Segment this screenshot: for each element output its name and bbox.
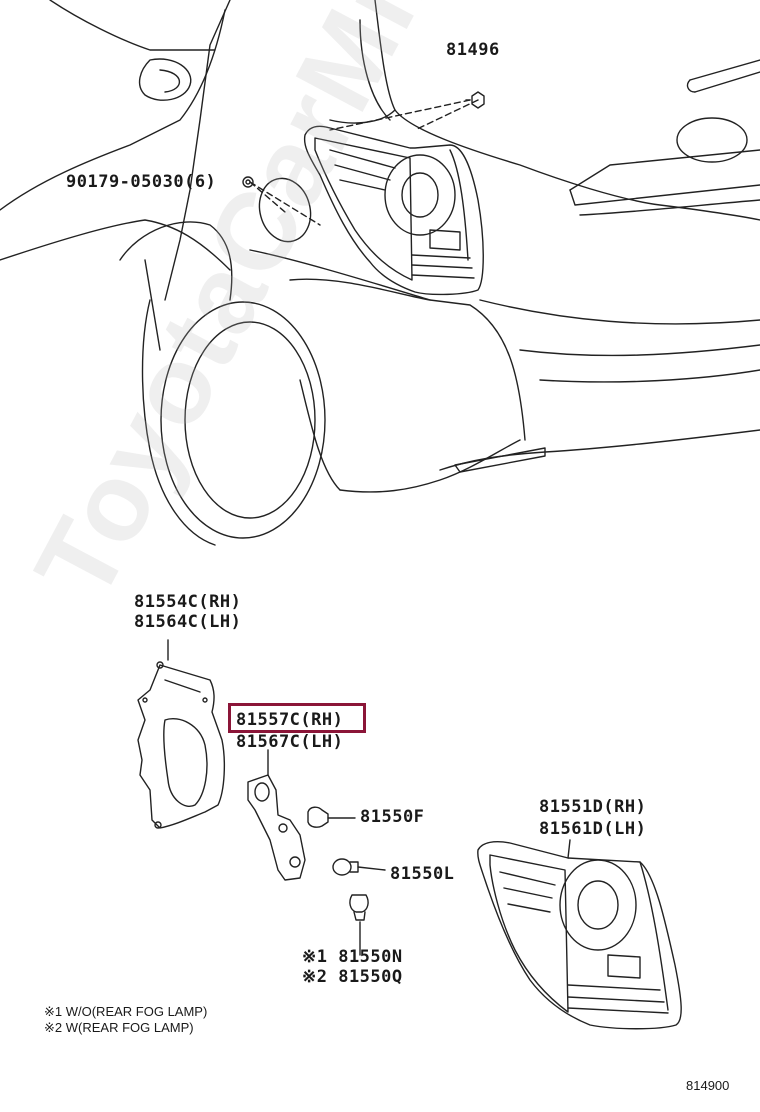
part-label-81550l[interactable]: 81550L (390, 864, 455, 884)
bolt-81496 (465, 91, 485, 109)
car-rear-body (0, 0, 760, 493)
part-label-90179-05030[interactable]: 90179-05030(6) (66, 172, 217, 192)
part-label-81567c[interactable]: 81567C(LH) (236, 732, 344, 752)
screw-90179 (242, 176, 254, 188)
part-label-81496[interactable]: 81496 (446, 40, 500, 60)
part-label-81551d[interactable]: 81551D(RH) (539, 797, 647, 817)
part-label-81554c[interactable]: 81554C(RH) (134, 592, 242, 612)
part-label-81550f[interactable]: 81550F (360, 807, 425, 827)
part-label-81557c[interactable]: 81557C(RH) (236, 710, 344, 730)
highlight-box (228, 703, 366, 733)
tail-lamp-81551d (477, 839, 682, 1030)
part-label-81561d[interactable]: 81561D(LH) (539, 819, 647, 839)
part-label-81564c[interactable]: 81564C(LH) (134, 612, 242, 632)
diagram-code: 814900 (686, 1078, 730, 1093)
footnote-2: ※2 W(REAR FOG LAMP) (44, 1020, 194, 1035)
footnote-1: ※1 W/O(REAR FOG LAMP) (44, 1004, 208, 1019)
bulb-81550n (349, 894, 369, 956)
installed-tail-lamp (303, 125, 484, 296)
bulb-81550l (332, 858, 386, 876)
rear-wheel (119, 221, 326, 546)
socket-bracket-81557c (247, 749, 306, 881)
gasket-81554c (137, 639, 225, 829)
part-label-81550q[interactable]: ※2 81550Q (302, 967, 403, 987)
bulb-81550f (307, 806, 356, 828)
part-label-81550n[interactable]: ※1 81550N (302, 947, 403, 967)
leader-lines-upper (249, 99, 479, 226)
